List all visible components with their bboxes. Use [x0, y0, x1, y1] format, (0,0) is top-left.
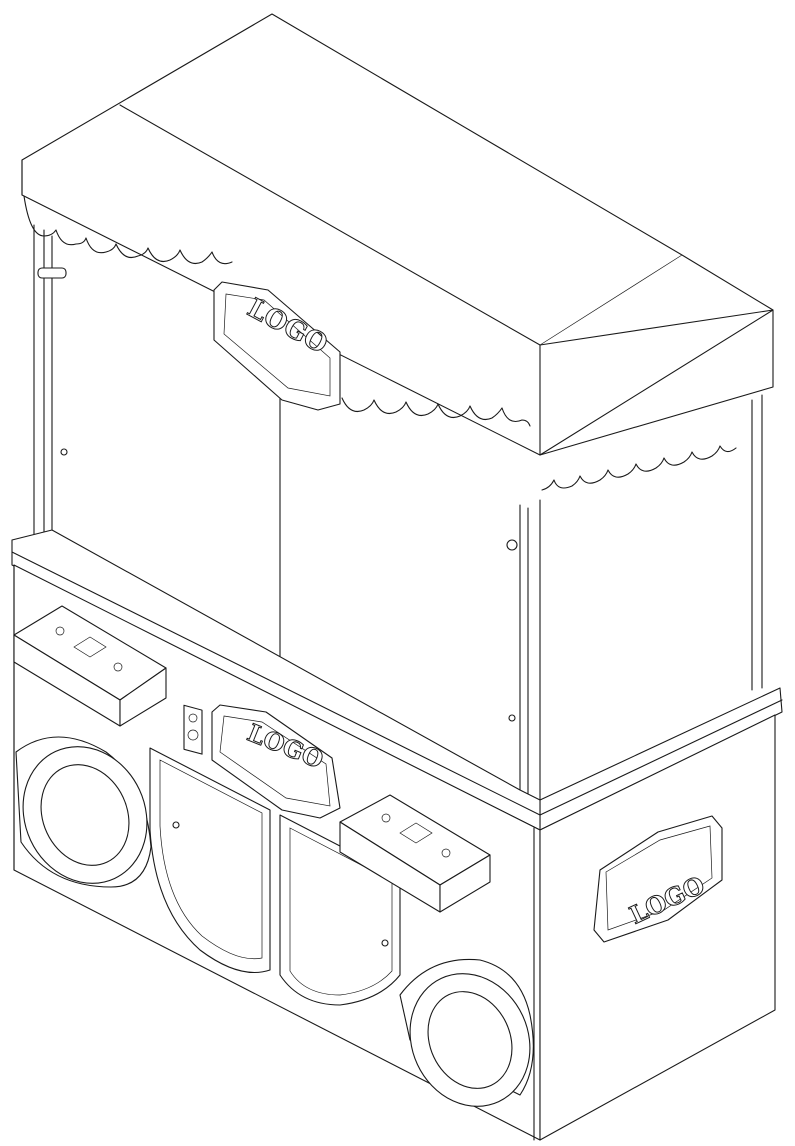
speaker-right [399, 958, 534, 1107]
coin-mechanism [183, 704, 203, 755]
canopy-roof [21, 13, 774, 456]
speaker-left [15, 736, 152, 888]
control-box-right [339, 794, 491, 913]
front-logo-plate: LOGO [211, 704, 341, 819]
prize-door-left [149, 747, 271, 974]
scalloped-valance [23, 195, 737, 491]
control-box-left [13, 605, 167, 727]
